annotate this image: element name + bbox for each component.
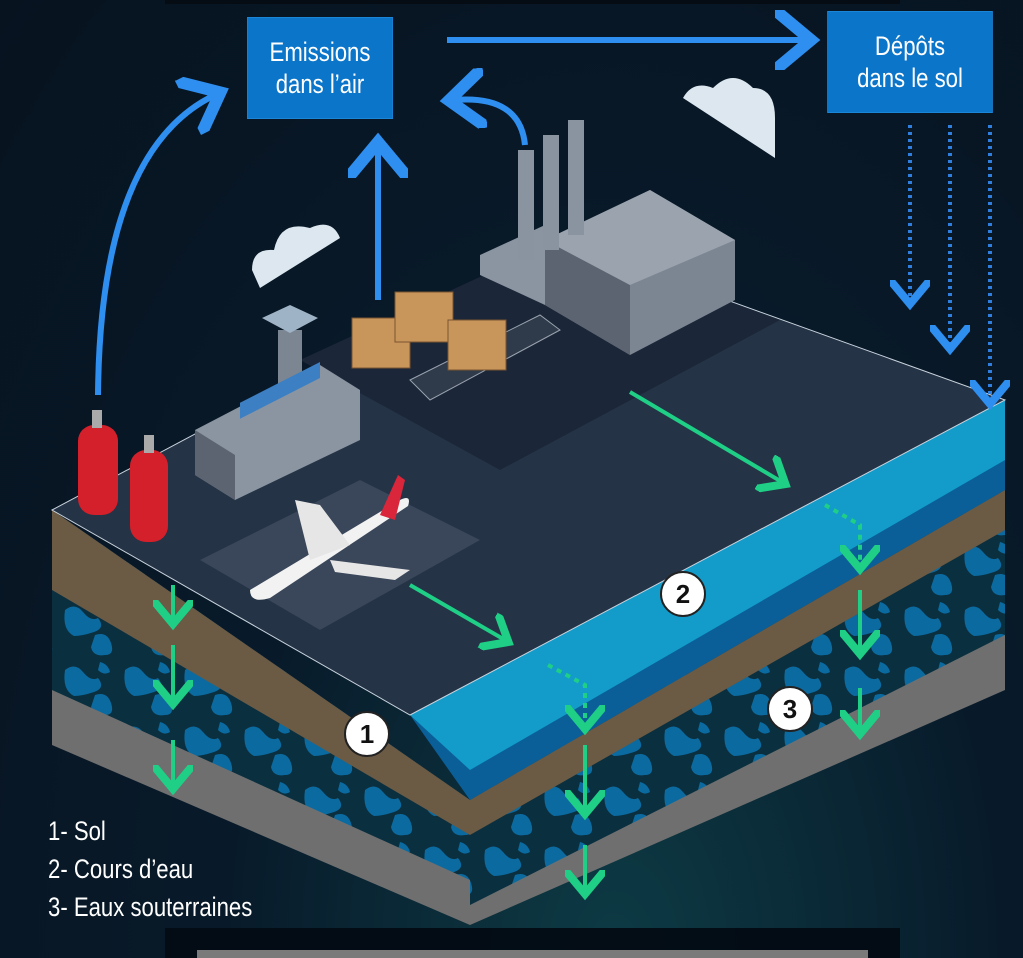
cardboard-box-icon [351,291,507,371]
box-line: dans le sol [857,63,963,93]
legend-item: 1- Sol [48,816,106,846]
cloud-icon [683,78,775,158]
marker-groundwater: 3 [767,686,813,732]
factory-icon [480,120,735,355]
box-line: Dépôts [874,31,946,61]
emission-arrows [95,40,805,396]
bottom-overlay-inner [197,950,868,958]
deposit-arrows [910,125,990,400]
box-line: Emissions [269,37,371,67]
airplane-icon [250,475,410,600]
runoff-arrows [173,390,860,890]
airport-tower-icon [195,305,360,500]
fire-extinguisher-icon [78,410,168,542]
legend: 1- Sol 2- Cours d’eau 3- Eaux souterrain… [48,812,252,926]
cloud-icon [252,224,340,288]
legend-item: 3- Eaux souterraines [48,892,253,922]
legend-item: 2- Cours d’eau [48,854,194,884]
marker-watercourse: 2 [660,571,706,617]
top-overlay-bar [165,0,900,4]
marker-soil: 1 [344,711,390,757]
box-line: dans l’air [275,69,365,99]
